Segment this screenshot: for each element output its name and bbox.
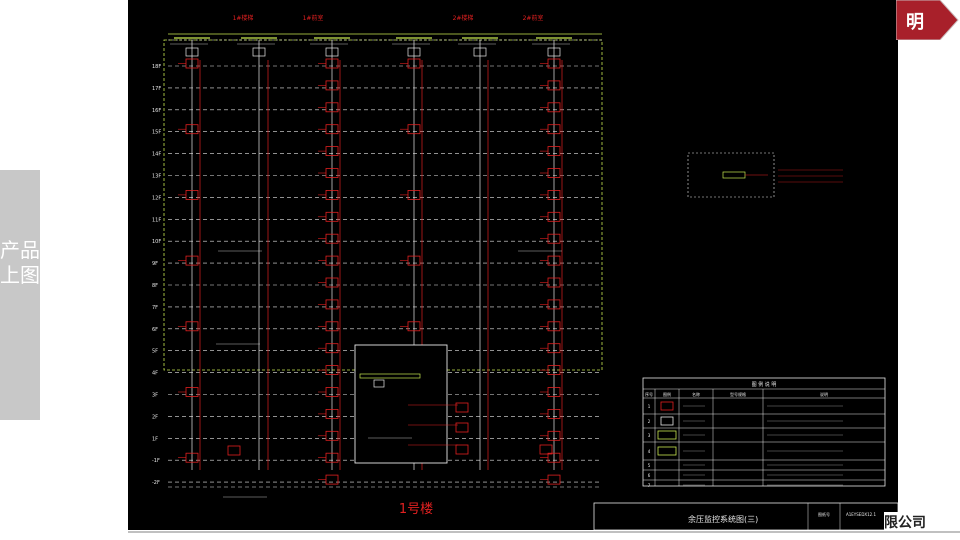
bottom-divider	[128, 531, 960, 533]
floor-label: -1F	[152, 458, 160, 464]
riser-head-box	[407, 47, 421, 57]
legend-row-no: 4	[648, 449, 651, 454]
red-module	[455, 402, 469, 413]
floor-label: 2F	[152, 414, 158, 420]
device-bus	[722, 171, 746, 179]
red-module	[325, 474, 339, 485]
riser-head-box	[185, 47, 199, 57]
legend-header: 名称	[692, 391, 700, 397]
riser-head-box	[252, 47, 266, 57]
floor-label: 17F	[152, 86, 161, 92]
cabinet-sub	[373, 379, 385, 388]
red-module	[455, 444, 469, 455]
side-tab: 产品上图	[0, 170, 40, 420]
legend-row-no: 7	[648, 483, 651, 488]
group-label: 1#楼梯	[233, 14, 254, 22]
floor-label: 5F	[152, 349, 158, 355]
legend-row-no: 2	[648, 419, 651, 424]
corner-tag-shape	[896, 0, 959, 40]
drawing-no-label: 图纸号	[818, 511, 830, 517]
side-tab-label: 产品上图	[0, 238, 40, 288]
cad-svg: 18F17F16F15F14F13F12F11F10F9F8F7F6F5F4F3…	[152, 14, 898, 530]
building-label: 1号楼	[399, 502, 433, 517]
legend-header: 序号	[645, 391, 653, 397]
title-cell: 余压监控系统图(三)	[688, 514, 758, 524]
legend-table	[642, 377, 886, 487]
floor-label: 15F	[152, 130, 161, 136]
group-label: 2#楼梯	[453, 14, 474, 22]
red-module	[539, 444, 553, 455]
floor-label: 3F	[152, 393, 158, 399]
floor-label: 12F	[152, 195, 161, 201]
legend-symbol	[657, 430, 677, 440]
group-label: 1#前室	[303, 14, 324, 22]
floor-label: 18F	[152, 64, 161, 70]
floor-label: 11F	[152, 217, 161, 223]
group-label: 2#前室	[523, 14, 544, 22]
legend-header: 说明	[820, 391, 828, 397]
legend-symbol	[660, 401, 674, 411]
legend-symbol	[660, 416, 674, 426]
cabinet-box	[354, 344, 448, 464]
legend-header: 型号规格	[730, 391, 746, 397]
corner-tag-label: 明	[906, 12, 924, 33]
legend-row-no: 5	[648, 463, 651, 468]
legend-title: 图 例 说 明	[752, 381, 777, 388]
company-label: 限公司	[884, 512, 960, 534]
side-tab-char: 产品上图	[0, 238, 40, 287]
riser-frame	[163, 39, 603, 371]
red-module	[227, 445, 241, 456]
floor-label: 7F	[152, 305, 158, 311]
legend-row-no: 1	[648, 404, 651, 409]
legend-symbol	[657, 446, 677, 456]
red-module	[547, 474, 561, 485]
cabinet-bus	[359, 373, 421, 379]
drawing-no-value: A1EYSEDX12.1	[846, 512, 877, 517]
floor-label: 9F	[152, 261, 158, 267]
floor-label: 4F	[152, 371, 158, 377]
floor-label: 16F	[152, 108, 161, 114]
floor-label: -2F	[152, 480, 160, 486]
device-box	[687, 152, 775, 198]
floor-label: 13F	[152, 174, 161, 180]
floor-label: 6F	[152, 327, 158, 333]
floor-label: 14F	[152, 152, 161, 158]
legend-row-no: 6	[648, 473, 651, 478]
riser-head-box	[473, 47, 487, 57]
legend-row-no: 3	[648, 433, 651, 438]
corner-tag: 明	[896, 0, 960, 40]
red-module	[455, 422, 469, 433]
title-block	[593, 502, 898, 530]
floor-label: 10F	[152, 239, 161, 245]
riser-head-box	[547, 47, 561, 57]
floor-label: 1F	[152, 436, 158, 442]
riser-head-box	[325, 47, 339, 57]
legend-header: 图例	[663, 391, 671, 397]
floor-label: 8F	[152, 283, 158, 289]
